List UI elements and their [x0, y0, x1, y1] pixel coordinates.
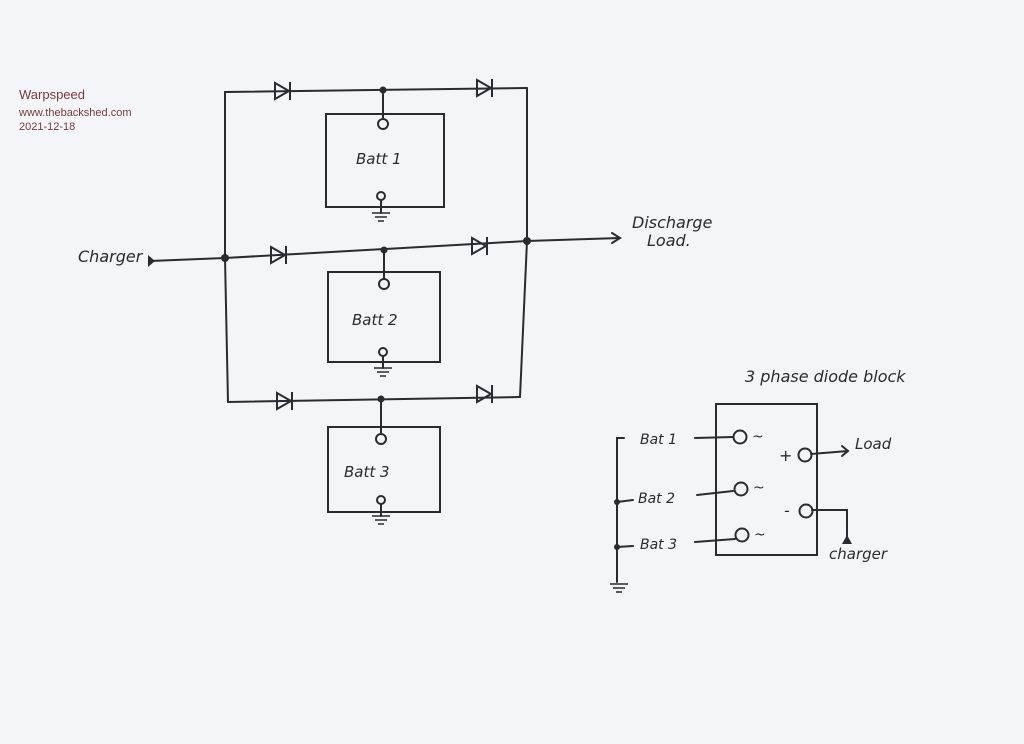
diode-block-title: 3 phase diode block [745, 367, 906, 386]
site-link: www.thebackshed.com [19, 107, 132, 119]
load-output-label: Load [855, 435, 892, 453]
battery-3: Batt 3 [327, 398, 441, 525]
battery-label: Batt 3 [344, 463, 390, 481]
ac-symbol: ~ [754, 527, 766, 543]
charger-output-label: charger [829, 545, 888, 563]
junction-dots [221, 86, 531, 403]
load-label: Discharge [632, 213, 713, 232]
minus-sign: - [784, 501, 790, 520]
author: Warpspeed [19, 87, 85, 102]
diode-icon [471, 236, 488, 256]
battery-label: Batt 1 [356, 150, 402, 168]
ground-icon [371, 212, 391, 222]
input-label: Bat 3 [640, 537, 677, 553]
plus-sign: + [779, 446, 792, 465]
ac-symbol: ~ [752, 429, 764, 445]
charger-label: Charger [78, 247, 144, 266]
load-label-2: Load. [647, 231, 691, 250]
battery-1: Batt 1 [325, 89, 445, 222]
ac-symbol: ~ [753, 480, 765, 496]
ground-icon [609, 583, 629, 593]
watermark-info: Warpspeed www.thebackshed.com 2021-12-18 [19, 87, 132, 134]
date: 2021-12-18 [19, 121, 76, 133]
diode-block: Bat 1 Bat 2 Bat 3 ~ ~ ~ + Load - charger [609, 403, 892, 593]
ground-icon [371, 515, 391, 525]
diode-icon [476, 384, 493, 404]
ground-icon [373, 367, 393, 377]
input-label: Bat 2 [638, 491, 675, 507]
battery-label: Batt 2 [352, 311, 398, 329]
battery-2: Batt 2 [327, 249, 441, 377]
input-label: Bat 1 [640, 432, 677, 448]
